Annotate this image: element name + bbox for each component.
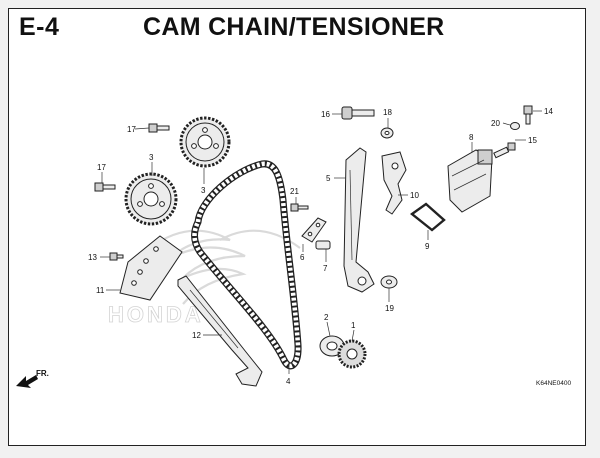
callout-17-lower: 17 [97, 163, 106, 172]
callout-5: 5 [326, 174, 331, 183]
bolt-15 [493, 142, 516, 159]
tensioner-arm [343, 147, 375, 293]
callout-1: 1 [351, 321, 356, 330]
chain-guide-lower [177, 275, 263, 387]
callout-20: 20 [491, 119, 500, 128]
front-direction-arrow: FR. [16, 369, 49, 388]
reference-code: K64NE0400 [536, 380, 571, 387]
callout-19: 19 [385, 304, 394, 313]
bolt-21 [290, 203, 309, 212]
cam-chain [191, 160, 302, 370]
callout-9: 9 [425, 242, 430, 251]
sprocket-bolt-lower [94, 182, 116, 192]
bolt-14 [523, 105, 533, 125]
diagram-frame: E-4 CAM CHAIN/TENSIONER [8, 8, 586, 446]
callout-3-right: 3 [201, 186, 206, 195]
callout-15: 15 [528, 136, 537, 145]
washer-19 [380, 275, 398, 289]
callout-12: 12 [192, 331, 201, 340]
plate-6 [301, 217, 327, 243]
gasket-9 [410, 202, 446, 232]
tensioner-lifter [447, 149, 493, 213]
callout-2: 2 [324, 313, 329, 322]
washer-18 [380, 127, 394, 139]
callout-7: 7 [323, 264, 328, 273]
watermark-text: HONDA [108, 302, 204, 327]
callout-13: 13 [88, 253, 97, 262]
cam-sprocket-lower [124, 172, 178, 226]
cam-sprocket-upper [179, 116, 231, 168]
collar-7 [315, 240, 331, 250]
chain-guide-left [119, 235, 183, 301]
guide-bolt [109, 252, 124, 261]
sprocket-bolt-upper [148, 123, 170, 133]
leader-lines [100, 110, 542, 374]
callout-17-upper: 17 [127, 125, 136, 134]
pivot-bolt-16 [341, 106, 375, 120]
direction-label: FR. [36, 369, 49, 378]
callout-21: 21 [290, 187, 299, 196]
callout-6: 6 [300, 253, 305, 262]
section-code: E-4 [19, 13, 60, 41]
callout-8: 8 [469, 133, 474, 142]
callout-16: 16 [321, 110, 330, 119]
honda-watermark: HONDA [108, 229, 301, 327]
callout-3-left: 3 [149, 153, 154, 162]
callout-10: 10 [410, 191, 419, 200]
callout-18: 18 [383, 108, 392, 117]
page-title: CAM CHAIN/TENSIONER [143, 13, 445, 41]
callout-14: 14 [544, 107, 553, 116]
callout-11: 11 [96, 286, 105, 295]
callouts: 17 3 3 17 13 11 12 4 5 21 6 7 16 18 10 9… [88, 107, 553, 386]
tensioner-bracket [381, 151, 407, 215]
timing-sprocket-1 [337, 339, 367, 369]
washer-20 [510, 122, 520, 130]
callout-4: 4 [286, 377, 291, 386]
